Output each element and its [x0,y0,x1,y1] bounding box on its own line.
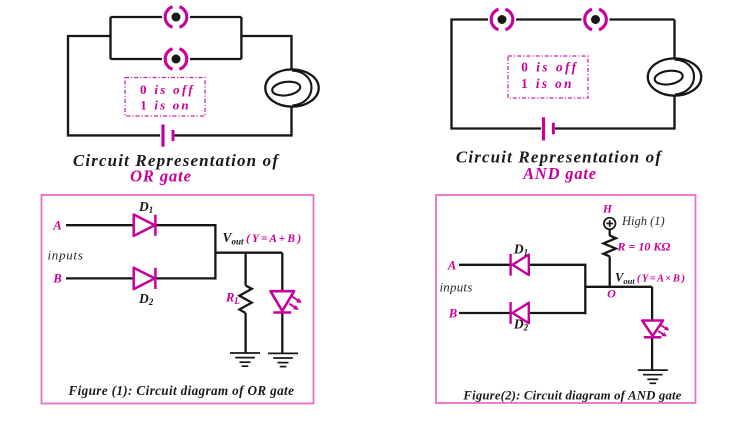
svg-text:B: B [448,307,457,321]
svg-text:D1: D1 [138,199,153,215]
svg-text:RL: RL [225,291,240,307]
svg-text:Circuit Representation of: Circuit Representation of [73,151,281,170]
svg-text:O: O [607,287,616,301]
svg-text:H: H [602,204,613,216]
svg-text:AND gate: AND gate [522,164,597,183]
svg-text:1 is on: 1 is on [140,98,190,113]
svg-text:Circuit Representation of: Circuit Representation of [456,148,664,167]
svg-text:A: A [52,219,61,233]
svg-text:0 is off: 0 is off [140,82,195,97]
svg-text:Vout ( Y = A + B ): Vout ( Y = A + B ) [223,230,302,247]
svg-text:inputs: inputs [440,279,473,294]
svg-text:OR gate: OR gate [130,167,192,186]
svg-text:High (1): High (1) [621,214,665,228]
svg-text:A: A [447,258,456,272]
svg-text:D2: D2 [138,291,154,307]
svg-text:D1: D1 [513,241,528,257]
svg-text:inputs: inputs [48,248,84,263]
svg-text:Figure(2): Circuit diagram of: Figure(2): Circuit diagram of AND gate [462,388,681,402]
svg-text:R = 10 KΩ: R = 10 KΩ [617,240,671,254]
svg-text:B: B [52,272,61,286]
svg-text:1 is on: 1 is on [521,76,574,91]
svg-text:Vout ( Y = A × B ): Vout ( Y = A × B ) [615,271,685,287]
svg-text:Figure (1): Circuit diagram of: Figure (1): Circuit diagram of OR gate [68,383,295,398]
svg-text:0 is off: 0 is off [521,60,579,75]
